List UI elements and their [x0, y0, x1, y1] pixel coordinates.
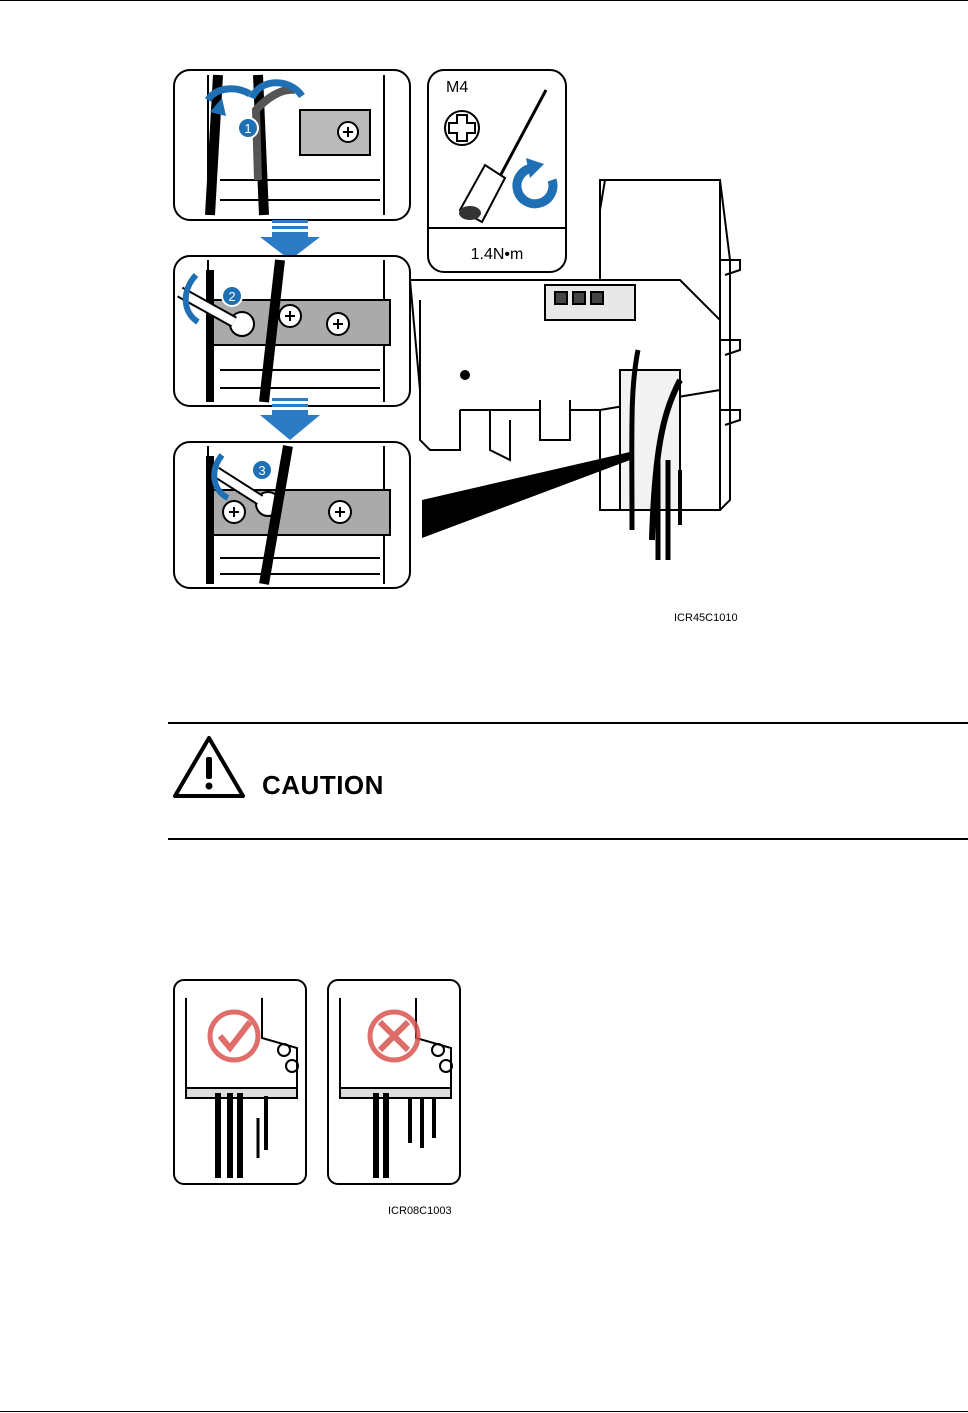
wrong-routing-panel	[328, 980, 460, 1184]
step-number-1: 1	[244, 121, 251, 136]
step-number-3: 3	[258, 463, 265, 478]
step-2-panel: 2	[174, 256, 410, 406]
correct-routing-panel	[174, 980, 306, 1184]
phillips-head-icon	[445, 111, 479, 145]
tool-size-label: M4	[446, 79, 468, 96]
notice-label: CAUTION	[262, 770, 384, 801]
step-3-panel: 3	[174, 442, 410, 588]
torque-value: 1.4N•m	[471, 246, 524, 263]
page-bottom-rule	[0, 1411, 968, 1412]
figure-1-id: ICR45C1010	[674, 612, 738, 624]
step-number-2: 2	[228, 289, 235, 304]
notice-bottom-rule	[168, 838, 968, 840]
zoom-wedge	[422, 452, 630, 538]
figure-2-id: ICR08C1003	[388, 1205, 452, 1217]
step-1-panel: 1	[174, 70, 410, 220]
warning-triangle-icon	[172, 735, 246, 799]
page-top-rule	[0, 0, 968, 1]
arrow-down-icon	[260, 220, 320, 260]
torque-panel: M4 1.4N•m	[428, 70, 566, 272]
notice-top-rule	[168, 722, 968, 724]
cable-routing-comparison-figure	[172, 978, 464, 1188]
cable-clamp-installation-figure: M4 1.4N•m	[160, 60, 760, 640]
